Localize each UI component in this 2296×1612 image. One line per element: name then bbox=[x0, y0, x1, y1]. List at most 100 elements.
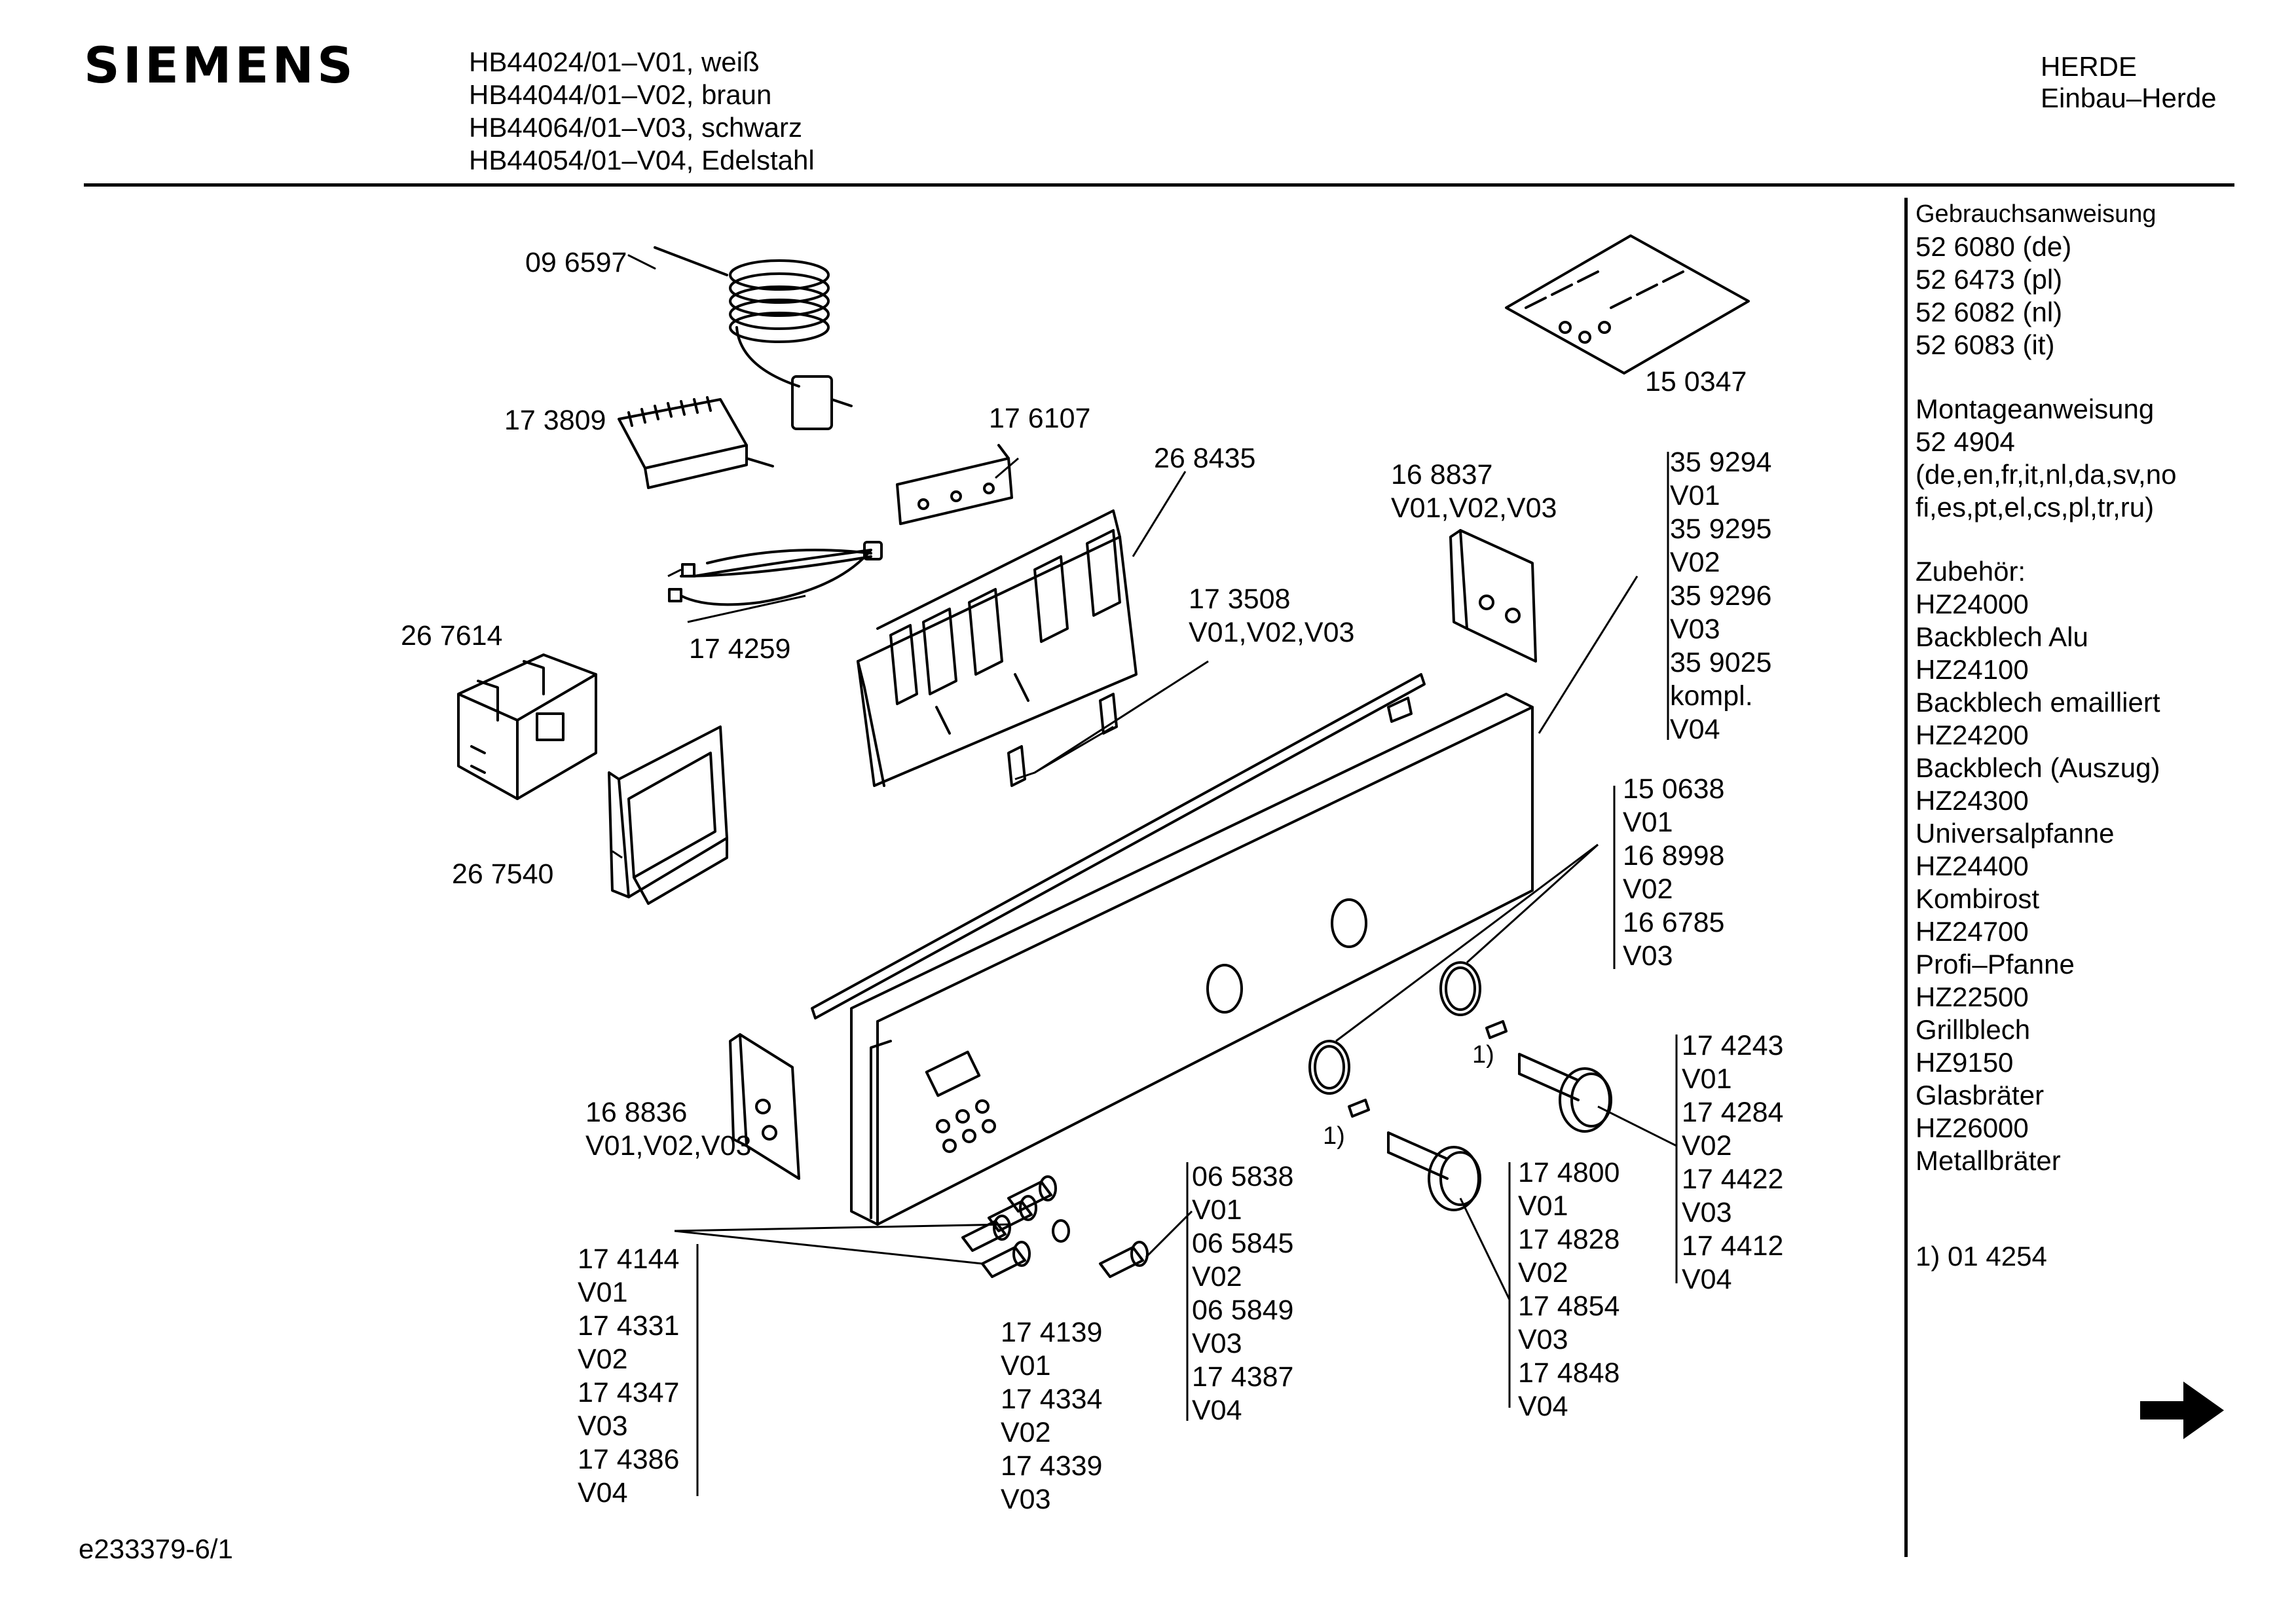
part-list: 17 4800 V01 17 4828 V02 17 4854 V03 17 4… bbox=[1518, 1156, 1620, 1423]
model-list: HB44024/01–V01, weiß HB44044/01–V02, bra… bbox=[469, 46, 815, 177]
part-variant: V03 bbox=[1623, 940, 1673, 972]
screw-bag bbox=[1505, 234, 1750, 375]
part-list: 17 4243 V01 17 4284 V02 17 4422 V03 17 4… bbox=[1682, 1029, 1783, 1296]
cover-plate bbox=[896, 444, 1013, 525]
category-label: HERDE Einbau–Herde bbox=[2041, 51, 2217, 114]
part-code: 35 9295 bbox=[1670, 513, 1772, 545]
part-variant: V01,V02,V03 bbox=[1391, 492, 1557, 524]
part-label: 26 8435 bbox=[1154, 443, 1256, 474]
thermostat-coil bbox=[627, 246, 853, 430]
part-code: 06 5845 bbox=[1192, 1228, 1294, 1259]
part-code: 17 4386 bbox=[578, 1444, 680, 1475]
model-line: HB44044/01–V02, braun bbox=[469, 79, 772, 110]
left-bracket bbox=[729, 1033, 800, 1180]
sidebar-rule bbox=[1904, 198, 1908, 1557]
part-variant: V03 bbox=[1670, 614, 1720, 645]
part-variant: V03 bbox=[1001, 1484, 1051, 1515]
accessory-code: HZ22500 bbox=[1916, 981, 2029, 1012]
siemens-logo: SIEMENS bbox=[84, 36, 356, 94]
part-code: 35 9294 bbox=[1670, 447, 1772, 478]
part-code: 17 4848 bbox=[1518, 1357, 1620, 1389]
part-code: 16 8836 bbox=[585, 1097, 688, 1128]
part-code: 06 5838 bbox=[1192, 1161, 1294, 1192]
install-title: Montageanweisung bbox=[1916, 394, 2155, 424]
accessory-code: HZ9150 bbox=[1916, 1047, 2014, 1078]
part-code: 17 4854 bbox=[1518, 1291, 1620, 1322]
part-label: 17 3508 V01,V02,V03 bbox=[1189, 583, 1354, 650]
manual-title: Gebrauchsanweisung bbox=[1916, 200, 2157, 228]
part-variant: V01,V02,V03 bbox=[585, 1130, 752, 1162]
part-label: 26 7614 bbox=[401, 620, 503, 651]
accessory-code: HZ24100 bbox=[1916, 654, 2029, 685]
part-code: 17 4284 bbox=[1682, 1097, 1784, 1128]
part-variant: kompl. bbox=[1670, 680, 1753, 712]
accessory-name: Kombirost bbox=[1916, 883, 2040, 914]
accessory-code: HZ24000 bbox=[1916, 589, 2029, 619]
part-variant: V04 bbox=[1518, 1391, 1568, 1422]
drawing-id: e233379-6/1 bbox=[79, 1533, 233, 1564]
category-sub: Einbau–Herde bbox=[2041, 82, 2217, 113]
part-variant: V01 bbox=[1670, 480, 1720, 511]
rotary-knob-right bbox=[1518, 1053, 1612, 1133]
relay-module bbox=[457, 653, 597, 800]
part-list: 15 0638 V01 16 8998 V02 16 6785 V03 bbox=[1623, 773, 1724, 973]
clip-piece bbox=[1485, 1020, 1508, 1039]
part-code: 17 4339 bbox=[1001, 1450, 1103, 1482]
accessory-code: HZ24200 bbox=[1916, 720, 2029, 750]
accessory-code: HZ26000 bbox=[1916, 1112, 2029, 1143]
accessory-name: Glasbräter bbox=[1916, 1080, 2045, 1110]
part-variant: V01,V02,V03 bbox=[1189, 617, 1355, 648]
part-variant: V02 bbox=[1518, 1257, 1568, 1289]
accessory-name: Metallbräter bbox=[1916, 1145, 2061, 1176]
part-variant: V02 bbox=[1670, 547, 1720, 578]
footnote: 1) 01 4254 bbox=[1916, 1241, 2047, 1272]
footnote-marker: 1) bbox=[1323, 1122, 1345, 1150]
part-code: 17 4334 bbox=[1001, 1383, 1103, 1415]
part-variant: V02 bbox=[578, 1344, 628, 1375]
part-variant: V02 bbox=[1623, 873, 1673, 905]
part-label: 17 6107 bbox=[989, 403, 1091, 434]
part-label: 15 0347 bbox=[1645, 366, 1747, 397]
part-code: 17 4139 bbox=[1001, 1317, 1103, 1348]
part-variant: V02 bbox=[1682, 1130, 1732, 1162]
part-code: 17 4243 bbox=[1682, 1030, 1784, 1061]
part-label: 16 8836 V01,V02,V03 bbox=[585, 1096, 751, 1163]
model-line: HB44054/01–V04, Edelstahl bbox=[469, 145, 815, 175]
part-code: 35 9296 bbox=[1670, 580, 1772, 612]
manual-code: 52 6080 (de) bbox=[1916, 231, 2072, 262]
part-code: 35 9025 bbox=[1670, 647, 1772, 678]
accessory-code: HZ24400 bbox=[1916, 851, 2029, 881]
part-code: 16 8837 bbox=[1391, 459, 1493, 490]
install-langs: fi,es,pt,el,cs,pl,tr,ru) bbox=[1916, 492, 2155, 522]
electronic-module bbox=[857, 509, 1138, 787]
category-main: HERDE bbox=[2041, 51, 2138, 82]
part-list: 17 4139 V01 17 4334 V02 17 4339 V03 bbox=[1001, 1316, 1102, 1516]
wiring-harness bbox=[668, 541, 883, 606]
part-variant: V02 bbox=[1001, 1417, 1051, 1448]
manual-code: 52 6473 (pl) bbox=[1916, 264, 2063, 295]
selector-switch bbox=[618, 396, 774, 489]
part-variant: V04 bbox=[1670, 714, 1720, 745]
accessory-name: Grillblech bbox=[1916, 1014, 2031, 1045]
sidebar: Gebrauchsanweisung 52 6080 (de) 52 6473 … bbox=[1916, 198, 2176, 1273]
push-buttons bbox=[961, 1175, 1057, 1278]
part-code: 17 4412 bbox=[1682, 1230, 1784, 1262]
accessories-title: Zubehör: bbox=[1916, 556, 2026, 587]
model-line: HB44024/01–V01, weiß bbox=[469, 46, 760, 77]
model-line: HB44064/01–V03, schwarz bbox=[469, 112, 802, 143]
part-variant: V04 bbox=[1682, 1264, 1732, 1295]
part-variant: V04 bbox=[578, 1477, 628, 1509]
install-code: 52 4904 bbox=[1916, 426, 2015, 457]
part-code: 17 4144 bbox=[578, 1243, 680, 1275]
sealing-strip bbox=[811, 673, 1426, 1019]
retaining-clips bbox=[1007, 693, 1118, 787]
accessory-name: Backblech (Auszug) bbox=[1916, 752, 2160, 783]
install-langs: (de,en,fr,it,nl,da,sv,no bbox=[1916, 459, 2177, 490]
part-label: 17 4259 bbox=[689, 633, 791, 665]
control-panel bbox=[850, 693, 1534, 1226]
part-list: 35 9294 V01 35 9295 V02 35 9296 V03 35 9… bbox=[1670, 446, 1771, 746]
accessory-name: Universalpfanne bbox=[1916, 818, 2115, 849]
accessory-name: Backblech emailliert bbox=[1916, 687, 2160, 718]
arrow-right-icon[interactable] bbox=[2138, 1378, 2227, 1443]
